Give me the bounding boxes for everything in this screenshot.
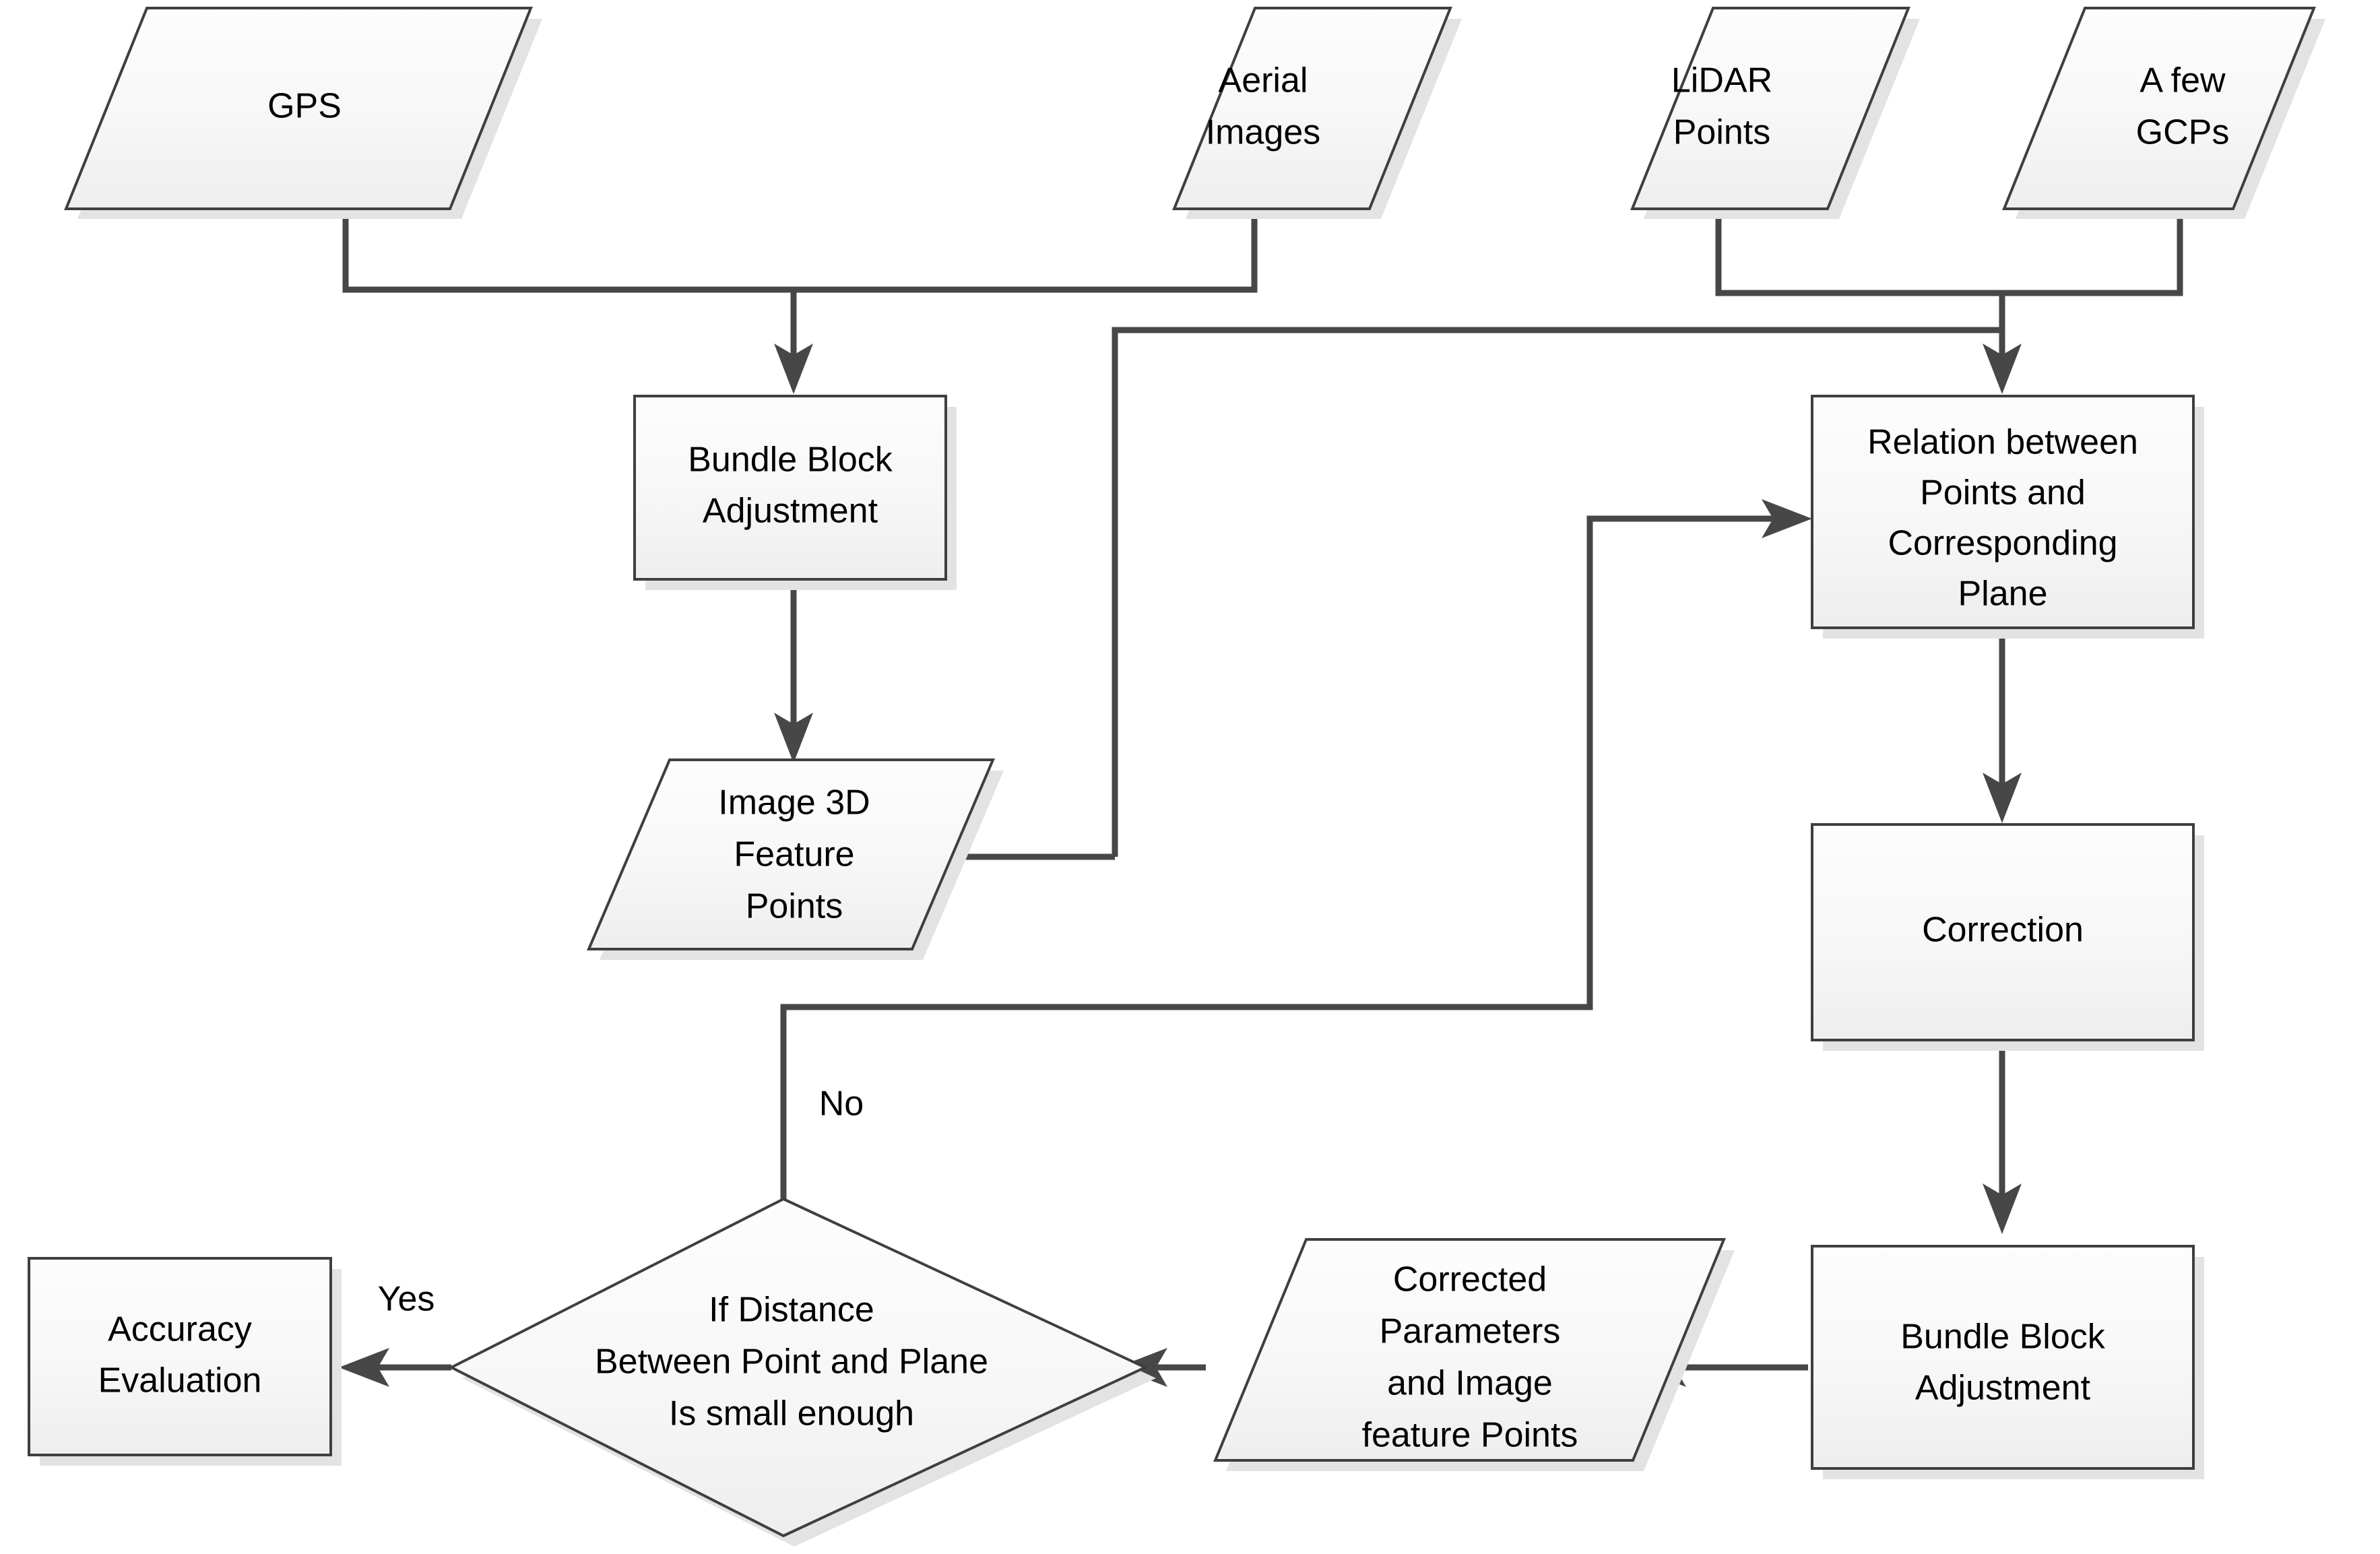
node-relation-points-plane[interactable]: Relation between Points and Correspondin… bbox=[1811, 395, 2204, 639]
node-correction[interactable]: Correction bbox=[1811, 823, 2204, 1051]
node-bundle-block-adjustment-1-label-line-2: Adjustment bbox=[703, 492, 878, 531]
node-image-3d-feature-points-label-line-1: Image 3D bbox=[718, 783, 870, 822]
edge-bundle-block-adjustment-1-to-image-3d-feature-points bbox=[774, 579, 813, 763]
node-a-few-gcps-label-line-1: A few bbox=[2140, 61, 2226, 100]
node-aerial-images[interactable]: Aerial Images bbox=[1172, 7, 1462, 219]
node-lidar-points-label-line-1: LiDAR bbox=[1671, 61, 1772, 100]
edge-gps-to-bundle-block-adjustment-1 bbox=[342, 216, 813, 394]
edge-decision-no-to-relation bbox=[780, 499, 1812, 1199]
node-relation-points-plane-label-line-4: Plane bbox=[1958, 575, 2048, 614]
edge-lidar-points-to-relation bbox=[1715, 216, 2022, 394]
edge-relation-to-correction bbox=[1983, 639, 2022, 823]
node-bundle-block-adjustment-2-label-line-2: Adjustment bbox=[1915, 1369, 2091, 1408]
node-lidar-points-label-line-2: Points bbox=[1673, 113, 1771, 152]
node-corrected-parameters-label-line-1: Corrected bbox=[1393, 1260, 1547, 1299]
edge-label-yes: Yes bbox=[378, 1280, 435, 1319]
edge-aerial-images-to-relation bbox=[1112, 327, 2002, 857]
node-corrected-parameters-label-line-3: and Image bbox=[1387, 1364, 1553, 1403]
edge-correction-to-bundle-block-adjustment-2 bbox=[1983, 1051, 2022, 1234]
node-accuracy-evaluation-label-line-1: Accuracy bbox=[108, 1310, 252, 1349]
node-aerial-images-label-line-2: Images bbox=[1206, 113, 1321, 152]
node-corrected-parameters[interactable]: Corrected Parameters and Image feature P… bbox=[1213, 1238, 1735, 1471]
node-accuracy-evaluation-label-line-2: Evaluation bbox=[98, 1361, 262, 1400]
edge-label-no: No bbox=[819, 1084, 864, 1124]
node-decision-distance-label-line-3: Is small enough bbox=[669, 1394, 914, 1433]
node-image-3d-feature-points-label-line-2: Feature bbox=[734, 835, 854, 874]
node-gps[interactable]: GPS bbox=[64, 7, 542, 219]
node-bundle-block-adjustment-1-label-line-1: Bundle Block bbox=[688, 441, 893, 480]
node-aerial-images-label-line-1: Aerial bbox=[1219, 61, 1308, 100]
node-accuracy-evaluation[interactable]: Accuracy Evaluation bbox=[28, 1257, 342, 1466]
node-corrected-parameters-label-line-4: feature Points bbox=[1362, 1416, 1578, 1455]
node-gps-label-line-1: GPS bbox=[267, 87, 342, 126]
node-decision-distance-label-line-1: If Distance bbox=[709, 1291, 874, 1330]
node-image-3d-feature-points-label-line-3: Points bbox=[746, 887, 843, 926]
node-bundle-block-adjustment-2-label-line-1: Bundle Block bbox=[1900, 1318, 2106, 1357]
edge-aerial-images-to-bundle-block-adjustment-1 bbox=[794, 216, 1258, 293]
node-bundle-block-adjustment-1[interactable]: Bundle Block Adjustment bbox=[633, 395, 957, 590]
node-image-3d-feature-points[interactable]: Image 3D Feature Points bbox=[586, 758, 1004, 960]
node-a-few-gcps[interactable]: A few GCPs bbox=[2002, 7, 2325, 219]
node-relation-points-plane-label-line-3: Corresponding bbox=[1888, 524, 2117, 563]
node-decision-distance[interactable]: If Distance Between Point and Plane Is s… bbox=[448, 1197, 1156, 1547]
node-bundle-block-adjustment-2[interactable]: Bundle Block Adjustment bbox=[1811, 1245, 2204, 1479]
edge-a-few-gcps-to-relation bbox=[2002, 216, 2183, 296]
edge-decision-yes-to-accuracy-evaluation bbox=[339, 1348, 451, 1387]
node-relation-points-plane-label-line-2: Points and bbox=[1920, 474, 2086, 513]
node-correction-label-line-1: Correction bbox=[1922, 911, 2084, 950]
node-a-few-gcps-label-line-2: GCPs bbox=[2136, 113, 2230, 152]
node-lidar-points[interactable]: LiDAR Points bbox=[1630, 7, 1920, 219]
node-decision-distance-label-line-2: Between Point and Plane bbox=[595, 1342, 988, 1382]
node-corrected-parameters-label-line-2: Parameters bbox=[1380, 1312, 1561, 1351]
node-relation-points-plane-label-line-1: Relation between bbox=[1867, 423, 2138, 462]
